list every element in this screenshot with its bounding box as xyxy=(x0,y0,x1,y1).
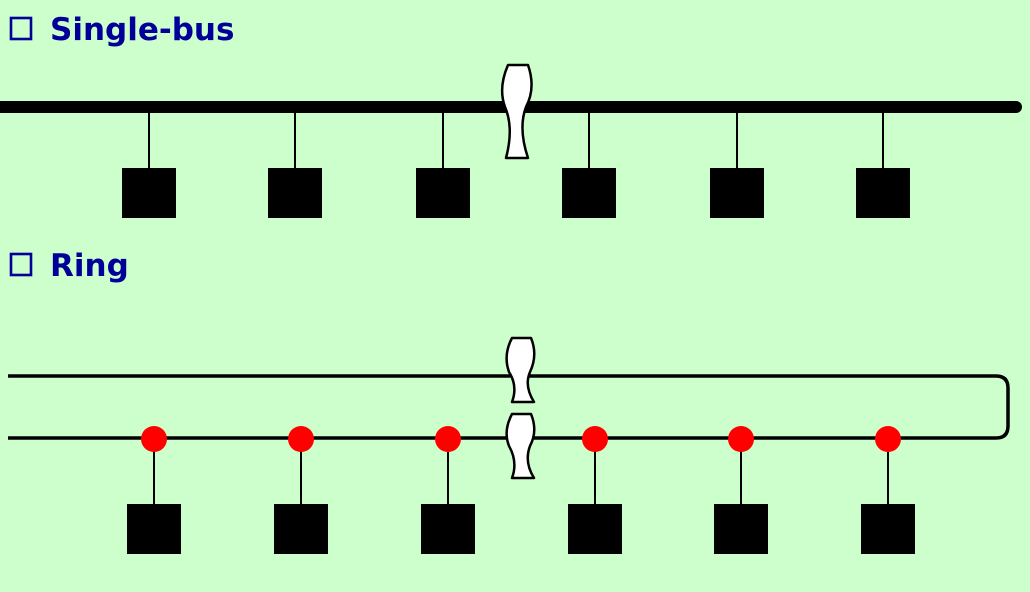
square-node-icon xyxy=(710,168,764,218)
red-dot-icon xyxy=(141,426,167,452)
bus-stations xyxy=(122,168,910,218)
bus-heading-label: Single-bus xyxy=(50,12,234,48)
red-dot-icon xyxy=(288,426,314,452)
ring-loop xyxy=(8,374,1010,440)
bus-heading: Single-bus xyxy=(9,12,234,48)
square-node-icon xyxy=(856,168,910,218)
checkbox-outline-icon xyxy=(9,252,33,277)
square-node-icon xyxy=(122,168,176,218)
square-node-icon xyxy=(714,504,768,554)
ring-heading-label: Ring xyxy=(50,248,129,284)
square-node-icon xyxy=(268,168,322,218)
wavy-break-icon xyxy=(505,336,536,404)
ring-stations xyxy=(127,504,915,554)
square-node-icon xyxy=(568,504,622,554)
red-dot-icon xyxy=(435,426,461,452)
red-dot-icon xyxy=(875,426,901,452)
bus-drop-lines xyxy=(148,112,884,168)
red-dot-icon xyxy=(582,426,608,452)
square-node-icon xyxy=(127,504,181,554)
square-node-icon xyxy=(861,504,915,554)
square-node-icon xyxy=(562,168,616,218)
red-dot-icon xyxy=(728,426,754,452)
ring-taps xyxy=(141,426,901,452)
ring-heading: Ring xyxy=(9,248,129,284)
wavy-break-icon xyxy=(500,63,533,160)
square-node-icon xyxy=(421,504,475,554)
wavy-break-icon xyxy=(505,412,536,480)
bus-section: Single-bus xyxy=(0,12,1022,218)
square-node-icon xyxy=(416,168,470,218)
square-node-icon xyxy=(274,504,328,554)
checkbox-outline-icon xyxy=(9,16,33,41)
ring-section: Ring xyxy=(8,248,1010,554)
